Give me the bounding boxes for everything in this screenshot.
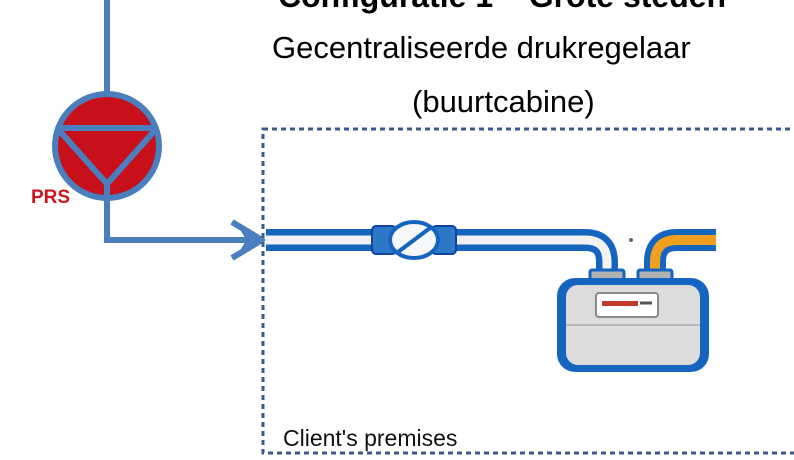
premises-boundary: [261, 127, 794, 455]
gas-pipe: [266, 229, 618, 282]
outlet-pipe: [644, 226, 794, 282]
meter-seal-icon: [629, 238, 633, 242]
pressure-regulator-icon: [52, 91, 162, 201]
arrow-wings: [230, 219, 265, 261]
prs-label: PRS: [31, 187, 71, 208]
valve-icon: [371, 220, 457, 260]
diagram-subtitle: Gecentraliseerde drukregelaar: [272, 30, 691, 65]
premises-label: Client's premises: [283, 425, 458, 451]
diagram-title: Configuratie 1 – Grote steden: [278, 0, 726, 15]
gas-meter-icon: [557, 268, 709, 372]
service-pipe: [104, 184, 246, 243]
diagram-subtitle-note: (buurtcabine): [412, 84, 595, 119]
